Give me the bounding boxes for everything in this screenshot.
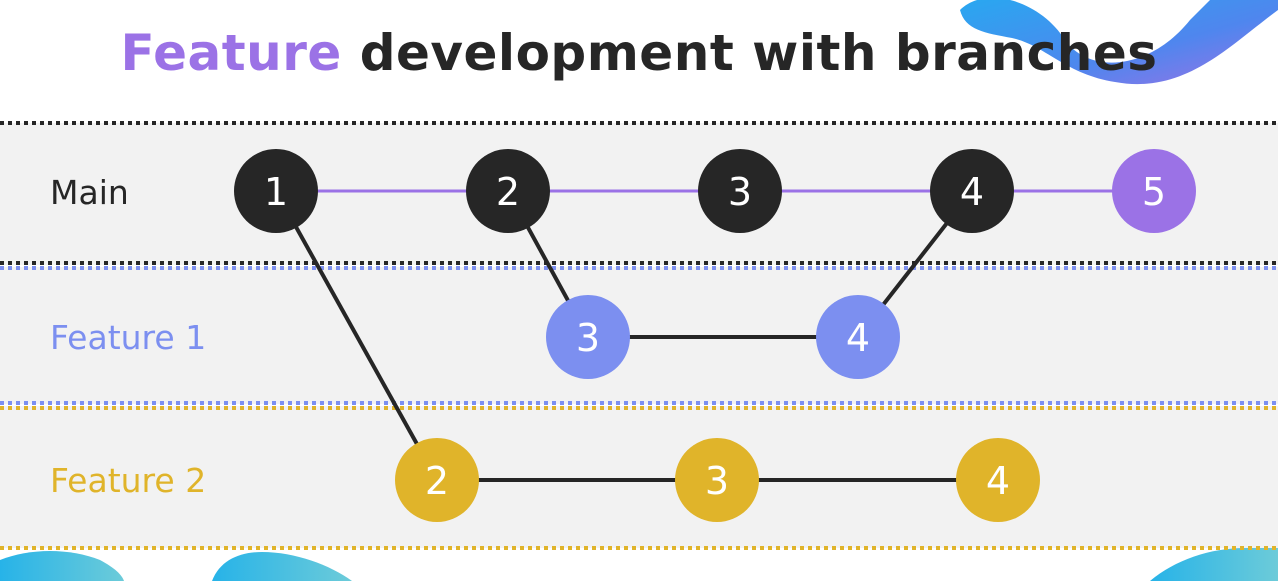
commit-circle bbox=[675, 438, 759, 522]
commit-number: 4 bbox=[986, 459, 1010, 503]
bottom-right-blob bbox=[1150, 548, 1278, 581]
commit-circle bbox=[466, 149, 550, 233]
commit-circle bbox=[546, 295, 630, 379]
bottom-mid-blob bbox=[212, 552, 352, 581]
lane-separators bbox=[0, 121, 1278, 550]
commit-nodes: 1 2 3 4 5 3 4 2 3 4 bbox=[234, 149, 1196, 522]
commit-number: 5 bbox=[1142, 170, 1166, 214]
commit-node-main: 4 bbox=[930, 149, 1014, 233]
commit-node-main: 3 bbox=[698, 149, 782, 233]
commit-node-feature2: 4 bbox=[956, 438, 1040, 522]
commit-circle bbox=[698, 149, 782, 233]
commit-number: 3 bbox=[705, 459, 729, 503]
title-rest: development with branches bbox=[342, 24, 1158, 82]
commit-number: 1 bbox=[264, 170, 288, 214]
bottom-left-blob bbox=[0, 551, 124, 581]
lane-labels: Main Feature 1 Feature 2 bbox=[50, 173, 206, 500]
commit-node-feature1: 4 bbox=[816, 295, 900, 379]
commit-circle bbox=[1112, 149, 1196, 233]
commit-number: 3 bbox=[576, 316, 600, 360]
lane-main-bg bbox=[0, 123, 1278, 265]
lane-label-feature2: Feature 2 bbox=[50, 461, 206, 500]
commit-circle bbox=[816, 295, 900, 379]
lane-label-main: Main bbox=[50, 173, 129, 212]
commit-node-feature2: 3 bbox=[675, 438, 759, 522]
commit-number: 3 bbox=[728, 170, 752, 214]
lane-label-feature1: Feature 1 bbox=[50, 318, 206, 357]
page-title: Feature development with branches bbox=[120, 24, 1157, 82]
commit-number: 2 bbox=[425, 459, 449, 503]
commit-circle bbox=[930, 149, 1014, 233]
commit-circle bbox=[234, 149, 318, 233]
commit-node-main: 1 bbox=[234, 149, 318, 233]
title-accent: Feature bbox=[120, 24, 341, 82]
commit-circle bbox=[395, 438, 479, 522]
commit-node-feature2: 2 bbox=[395, 438, 479, 522]
commit-node-main: 2 bbox=[466, 149, 550, 233]
edge-m1-f2a bbox=[274, 190, 439, 481]
commit-circle bbox=[956, 438, 1040, 522]
commit-number: 4 bbox=[846, 316, 870, 360]
commit-node-main: 5 bbox=[1112, 149, 1196, 233]
commit-node-feature1: 3 bbox=[546, 295, 630, 379]
commit-number: 4 bbox=[960, 170, 984, 214]
lane-feature2-bg bbox=[0, 406, 1278, 548]
top-right-swoosh bbox=[960, 0, 1278, 85]
commit-number: 2 bbox=[496, 170, 520, 214]
